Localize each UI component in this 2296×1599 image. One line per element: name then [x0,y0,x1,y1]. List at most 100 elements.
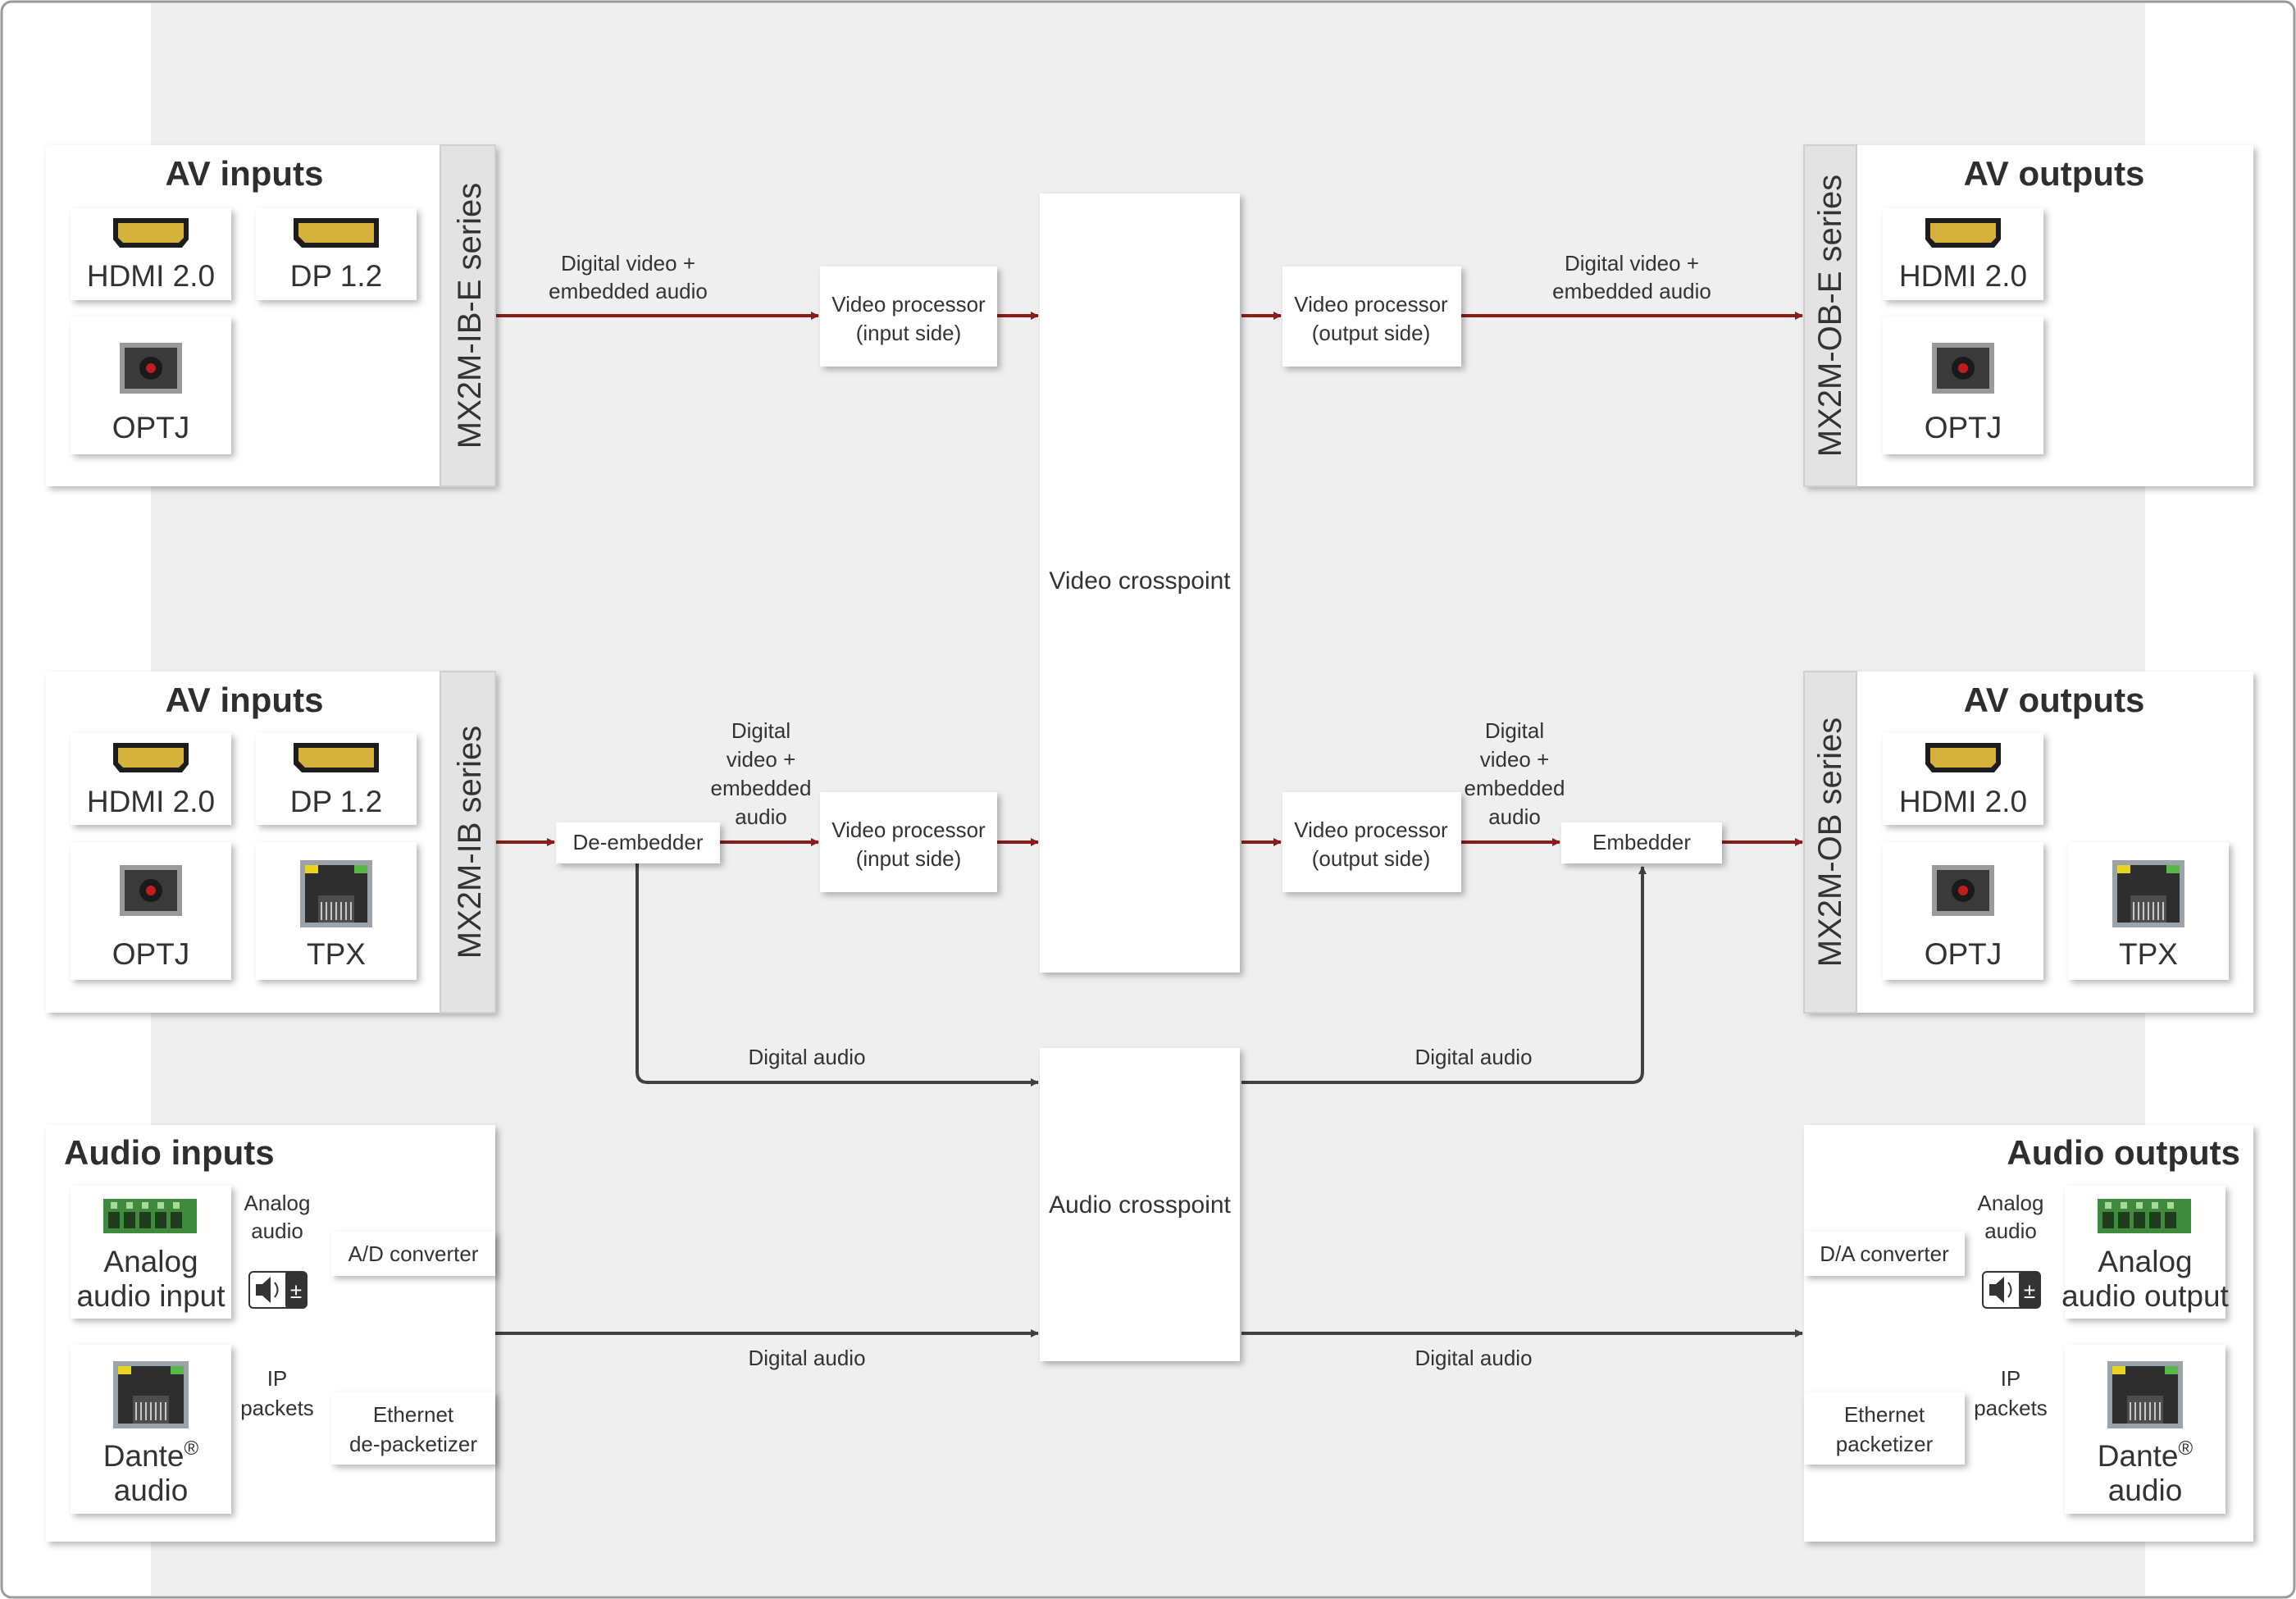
label-digital-audio-1: Digital audio [748,1045,865,1069]
audio-crosspoint-label: Audio crosspoint [1049,1191,1231,1219]
rj45-icon [300,860,372,927]
rj45-icon [2112,860,2184,927]
series-label-ob-e: MX2M-OB-E series [1812,175,1848,458]
av-outputs-panel-row1: MX2M-OB-E series AV outputs HDMI 2.0 OPT… [1803,144,2253,487]
av-inputs-panel-row1: MX2M-IB-E series AV inputs HDMI 2.0 DP 1… [46,144,496,487]
svg-text:D/A converter: D/A converter [1820,1241,1949,1266]
svg-text:OPTJ: OPTJ [1925,411,2002,444]
da-converter-box: D/A converter [1804,1232,1965,1276]
optical-icon [1932,865,1994,916]
audio-crosspoint [1040,1048,1240,1361]
port-optj-in-row2: OPTJ [71,842,231,980]
displayport-icon [294,218,379,248]
svg-text:HDMI 2.0: HDMI 2.0 [87,259,215,293]
svg-text:±: ± [290,1278,302,1303]
av-inputs-title-row1: AV inputs [166,154,324,193]
label-digital-audio-3: Digital audio [748,1346,865,1370]
svg-text:OPTJ: OPTJ [112,937,190,971]
svg-text:Video processor(output side): Video processor(output side) [1294,818,1448,871]
rj45-icon [113,1361,189,1428]
svg-text:De-embedder: De-embedder [573,830,704,854]
av-outputs-title-row2: AV outputs [1964,681,2145,719]
label-digital-audio-2: Digital audio [1414,1045,1532,1069]
hdmi-icon [113,743,189,772]
label-digital-audio-4: Digital audio [1414,1346,1532,1370]
hdmi-icon [1925,743,2001,772]
dante-audio-input: Dante®audio [71,1345,231,1514]
svg-text:TPX: TPX [307,937,366,971]
port-hdmi-in-row2: HDMI 2.0 [71,733,231,825]
optical-icon [1932,343,1994,394]
svg-text:±: ± [2024,1278,2035,1303]
svg-text:A/D converter: A/D converter [348,1241,479,1266]
svg-text:TPX: TPX [2119,937,2178,971]
port-optj-out-row2: OPTJ [1883,842,2043,980]
svg-text:Dante®audio: Dante®audio [2098,1437,2194,1507]
svg-text:DP 1.2: DP 1.2 [290,259,382,293]
port-dp-in-row2: DP 1.2 [256,733,417,825]
volume-icon: ± [248,1271,308,1309]
embedder-box: Embedder [1561,822,1722,863]
label-row1-in: Digital video +embedded audio [549,251,708,303]
displayport-icon [294,743,379,772]
av-inputs-title-row2: AV inputs [166,681,324,719]
video-crosspoint-label: Video crosspoint [1049,567,1231,594]
ad-converter-box: A/D converter [331,1232,495,1276]
link-audio-emb [1241,866,1647,1084]
port-optj-out-row1: OPTJ [1883,317,2043,454]
video-processor-output-row2: Video processor(output side) [1282,792,1461,892]
port-hdmi-out-row1: HDMI 2.0 [1883,208,2043,300]
hdmi-icon [113,218,189,248]
phoenix-connector-icon [103,1199,197,1233]
de-embedder-box: De-embedder [556,822,720,863]
av-outputs-panel-row2: MX2M-OB series AV outputs HDMI 2.0 OPTJ … [1803,671,2253,1014]
video-processor-input-row2: Video processor(input side) [820,792,997,892]
svg-text:DP 1.2: DP 1.2 [290,785,382,818]
phoenix-connector-icon [2098,1199,2191,1233]
port-dp-in-row1: DP 1.2 [256,208,417,300]
link-deemb-audio [636,863,1039,1086]
port-tpx-out-row2: TPX [2068,842,2229,980]
video-processor-output-row1: Video processor(output side) [1282,266,1461,367]
av-inputs-panel-row2: MX2M-IB series AV inputs HDMI 2.0 DP 1.2… [46,671,496,1014]
hdmi-icon [1925,218,2001,248]
audio-outputs-title: Audio outputs [2007,1133,2240,1172]
label-row1-out: Digital video +embedded audio [1552,251,1711,303]
optical-icon [120,343,182,394]
svg-text:Video processor(input side): Video processor(input side) [831,292,986,345]
svg-text:Video processor(output side): Video processor(output side) [1294,292,1448,345]
port-optj-in-row1: OPTJ [71,317,231,454]
port-tpx-in-row2: TPX [256,842,417,980]
port-hdmi-in-row1: HDMI 2.0 [71,208,231,300]
dante-audio-output: Dante®audio [2065,1345,2225,1514]
rj45-icon [2107,1361,2183,1428]
series-label-ib: MX2M-IB series [452,726,488,959]
av-outputs-title-row1: AV outputs [1964,154,2145,193]
svg-text:HDMI 2.0: HDMI 2.0 [1899,785,2027,818]
volume-icon: ± [1982,1271,2041,1309]
series-label-ob: MX2M-OB series [1812,718,1848,968]
svg-text:OPTJ: OPTJ [112,411,190,444]
series-label-ib-e: MX2M-IB-E series [452,183,488,449]
port-hdmi-out-row2: HDMI 2.0 [1883,733,2043,825]
svg-text:Video processor(input side): Video processor(input side) [831,818,986,871]
svg-text:Embedder: Embedder [1592,830,1691,854]
audio-inputs-title: Audio inputs [64,1133,275,1172]
